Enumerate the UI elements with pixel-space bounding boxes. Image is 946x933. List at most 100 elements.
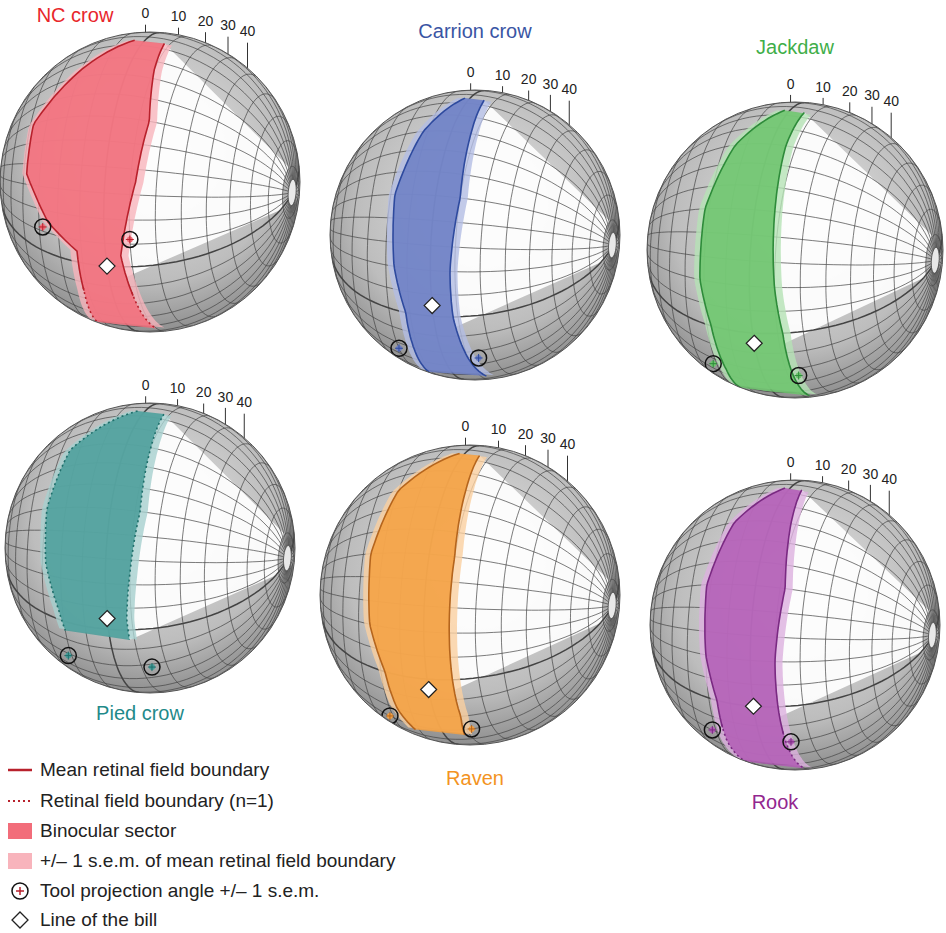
retinal-field-sphere bbox=[647, 477, 943, 773]
grid-circle bbox=[909, 585, 939, 684]
tool-projection-dot bbox=[40, 224, 46, 230]
grid-meridian bbox=[651, 185, 936, 261]
retinal-field-sphere bbox=[644, 99, 946, 401]
sphere-outline bbox=[5, 403, 295, 693]
sphere-body bbox=[0, 32, 300, 332]
angle-leader bbox=[871, 107, 872, 126]
angle-label: 40 bbox=[883, 94, 899, 109]
binocular-sector bbox=[705, 488, 805, 768]
grid-circle bbox=[230, 94, 277, 286]
grid-meridian bbox=[331, 245, 613, 317]
angle-leader bbox=[244, 414, 245, 440]
angle-label: 0 bbox=[787, 455, 795, 470]
sphere-node: NC crow bbox=[0, 29, 303, 335]
retinal-field-sphere bbox=[317, 442, 623, 748]
grid-meridian bbox=[649, 209, 936, 261]
angle-label: 10 bbox=[815, 80, 831, 95]
tool-projection-dot bbox=[796, 373, 802, 379]
binocular-sector bbox=[700, 110, 810, 396]
bill-diamond bbox=[99, 611, 115, 627]
grid-circle bbox=[800, 493, 857, 765]
grid-circle bbox=[505, 115, 559, 365]
sem-band bbox=[40, 411, 171, 640]
grid-circle bbox=[341, 141, 365, 313]
sphere-body bbox=[330, 90, 620, 380]
tool-projection-cross bbox=[386, 712, 394, 720]
grid-circle bbox=[588, 554, 619, 656]
binocular-sector bbox=[45, 411, 164, 640]
grid-meridian bbox=[257, 77, 295, 193]
tool-projection-mark bbox=[471, 350, 487, 366]
angle-label: 30 bbox=[543, 77, 559, 92]
grid-circle bbox=[912, 209, 943, 310]
grid-circle bbox=[331, 498, 356, 676]
retinal-field-sphere bbox=[327, 87, 623, 383]
single-boundary bbox=[127, 414, 164, 640]
grid-meridian bbox=[654, 561, 933, 635]
sem-band bbox=[699, 488, 812, 768]
grid-circle bbox=[155, 416, 212, 688]
grid-meridian bbox=[577, 490, 615, 606]
legend-tool-cross bbox=[16, 887, 24, 895]
sphere-outline bbox=[0, 32, 300, 332]
sphere-node: Raven bbox=[317, 442, 623, 748]
tool-projection-mark bbox=[783, 734, 799, 750]
grid-circle bbox=[589, 195, 619, 294]
tool-projection-mark bbox=[35, 219, 51, 235]
grid-meridian bbox=[650, 626, 933, 662]
grid-meridian bbox=[339, 131, 613, 245]
tool-projection-mark bbox=[144, 659, 160, 675]
sphere-content bbox=[0, 32, 300, 331]
grid-circle bbox=[826, 127, 881, 383]
grid-meridian bbox=[844, 489, 933, 636]
grid-meridian bbox=[508, 606, 613, 741]
sphere-outline bbox=[647, 102, 943, 398]
legend-swatch bbox=[8, 853, 32, 869]
grid-meridian bbox=[330, 229, 613, 250]
bill-diamond bbox=[421, 682, 437, 698]
tool-projection-mark bbox=[464, 721, 480, 737]
binocular-sector bbox=[27, 40, 165, 328]
tool-projection-dot bbox=[476, 355, 482, 361]
legend-swatch bbox=[8, 823, 32, 839]
grid-meridian bbox=[651, 260, 936, 353]
tool-projection-cross bbox=[126, 235, 134, 243]
grid-meridian bbox=[187, 558, 288, 688]
grid-meridian bbox=[898, 523, 934, 635]
angle-label: 40 bbox=[240, 24, 256, 39]
grid-meridian bbox=[648, 260, 936, 311]
grid-circle bbox=[16, 454, 40, 626]
angle-label: 30 bbox=[218, 390, 234, 405]
mean-boundary bbox=[449, 456, 479, 735]
grid-meridian bbox=[648, 260, 935, 333]
tool-projection-cross bbox=[64, 652, 72, 660]
mean-boundary bbox=[121, 44, 165, 296]
grid-circle bbox=[480, 103, 537, 375]
angle-leader bbox=[247, 43, 248, 70]
sphere-node: Rook bbox=[647, 477, 943, 773]
mean-boundary bbox=[773, 112, 809, 395]
tool-projection-mark bbox=[791, 368, 807, 384]
tool-projection-cross bbox=[39, 223, 47, 231]
angle-label: 40 bbox=[881, 472, 897, 487]
grid-circle bbox=[475, 458, 534, 739]
species-title: Pied crow bbox=[96, 701, 184, 725]
legend-sample bbox=[5, 758, 35, 782]
sphere-content bbox=[330, 90, 620, 379]
species-title: Carrion crow bbox=[418, 19, 531, 43]
grid-meridian bbox=[188, 193, 293, 328]
grid-circle bbox=[268, 141, 299, 243]
grid-circle bbox=[550, 507, 597, 699]
angle-label: 20 bbox=[842, 84, 858, 99]
angle-leader bbox=[891, 113, 892, 140]
tool-projection-mark bbox=[60, 648, 76, 664]
grid-meridian bbox=[651, 635, 933, 685]
grid-meridian bbox=[334, 245, 613, 336]
grid-meridian bbox=[651, 635, 933, 707]
sphere-content bbox=[5, 403, 295, 692]
tool-projection-dot bbox=[788, 739, 794, 745]
tool-projection-cross bbox=[709, 360, 717, 368]
grid-circle bbox=[181, 58, 237, 317]
bill-diamond bbox=[424, 298, 440, 314]
tool-projection-cross bbox=[468, 725, 476, 733]
